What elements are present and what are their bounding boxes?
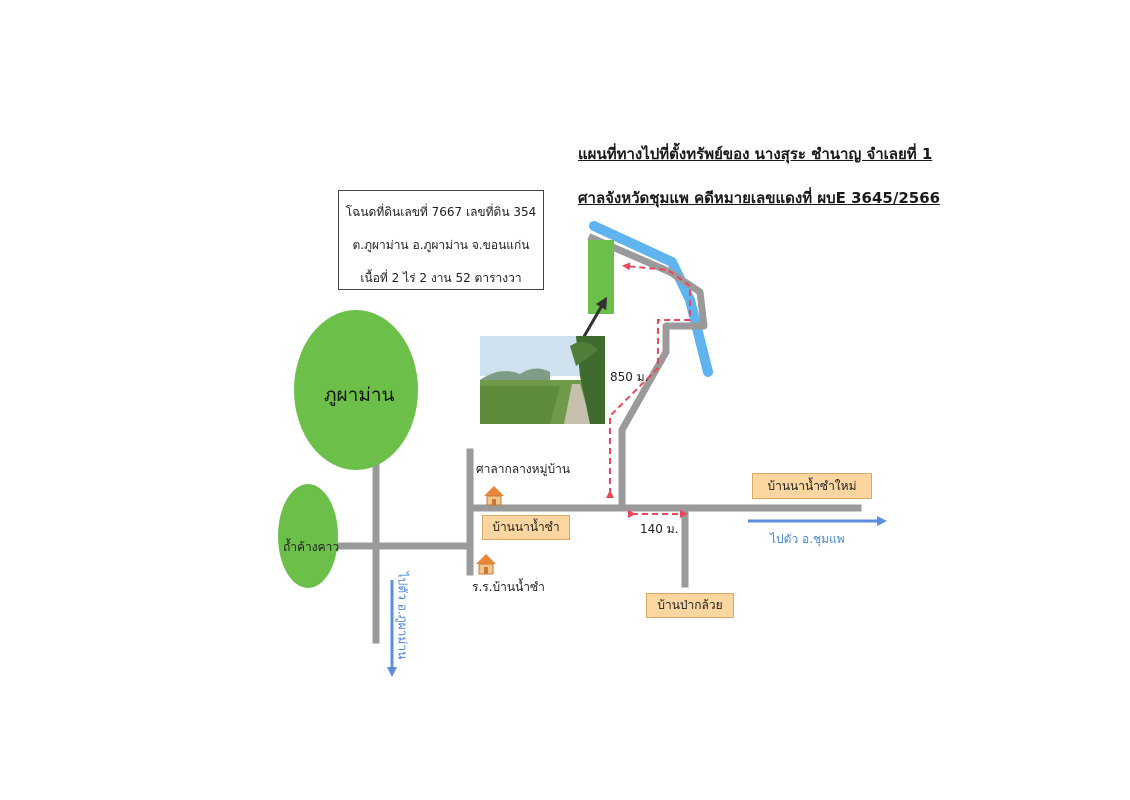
site-photo <box>480 336 605 424</box>
map-title: แผนที่ทางไปที่ตั้งทรัพย์ของ นางสุระ ชำนา… <box>578 145 933 163</box>
deed-location: ต.ภูผาม่าน อ.ภูผาม่าน จ.ขอนแก่น <box>352 238 530 252</box>
tag-village-nanamcha: บ้านนาน้ำซำ <box>482 515 570 540</box>
school-icon <box>476 554 496 575</box>
distance-850m: 850 ม. <box>610 370 649 384</box>
tag-village-pakkluay: บ้านป่ากล้วย <box>646 593 734 618</box>
court-case-title: ศาลจังหวัดชุมแพ คดีหมายเลขแดงที่ ผบE 364… <box>578 189 941 207</box>
tag-village-nanamcha-mai: บ้านนาน้ำซำใหม่ <box>752 473 872 499</box>
hall-label: ศาลากลางหมู่บ้าน <box>476 462 571 476</box>
land-plot <box>588 240 614 314</box>
direction-to-chumphae: ไปตัว อ.ชุมแพ <box>770 532 845 546</box>
deed-info-box: โฉนดที่ดินเลขที่ 7667 เลขที่ดิน 354 ต.ภู… <box>338 190 544 290</box>
deed-area: เนื้อที่ 2 ไร่ 2 งาน 52 ตารางวา <box>360 271 522 285</box>
direction-to-phuphaman: ไปตัว อ.ภูผาม่าน <box>395 571 410 660</box>
mountain-area <box>294 310 418 470</box>
cave-area <box>278 484 338 588</box>
school-label: ร.ร.บ้านน้ำซำ <box>472 580 545 594</box>
route-850m <box>606 262 691 498</box>
distance-140m: 140 ม. <box>640 522 679 536</box>
temple-icon <box>484 486 504 506</box>
cave-label: ถ้ำค้างคาว <box>283 540 340 554</box>
mountain-label: ภูผาม่าน <box>324 384 395 406</box>
photo-pointer-arrow <box>580 296 608 341</box>
deed-number: โฉนดที่ดินเลขที่ 7667 เลขที่ดิน 354 <box>345 205 537 219</box>
